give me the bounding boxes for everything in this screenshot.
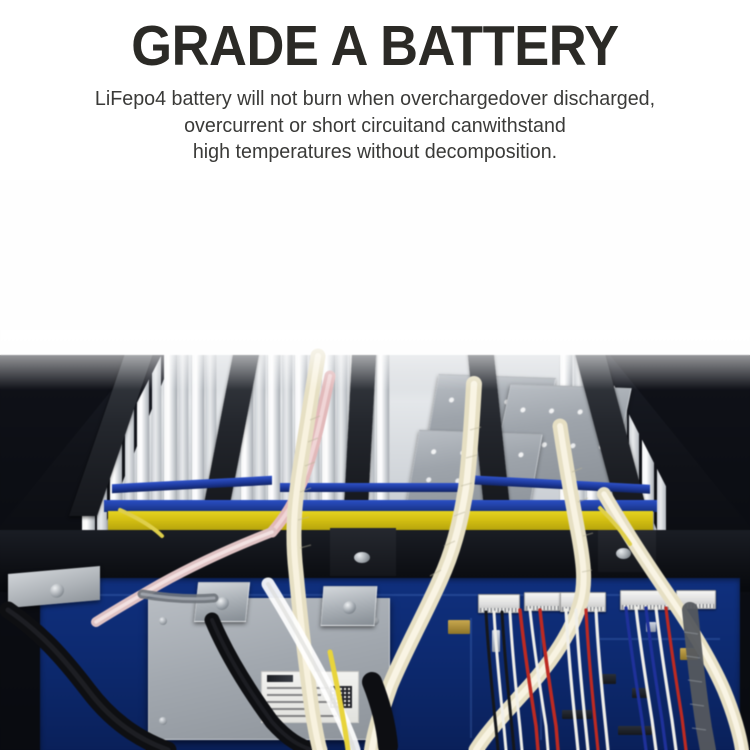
wire-harness-group — [0, 180, 750, 750]
battery-pack-photo — [0, 180, 750, 750]
banner-description: LiFepo4 battery will not burn when overc… — [15, 86, 735, 166]
page-title: GRADE A BATTERY — [131, 14, 619, 78]
description-line-2: overcurrent or short circuitand canwiths… — [184, 113, 566, 137]
description-line-3: high temperatures without decomposition. — [192, 140, 558, 163]
description-line-1: LiFepo4 battery will not burn when overc… — [94, 87, 656, 110]
banner-text-block: GRADE A BATTERY LiFepo4 battery will not… — [0, 0, 750, 180]
